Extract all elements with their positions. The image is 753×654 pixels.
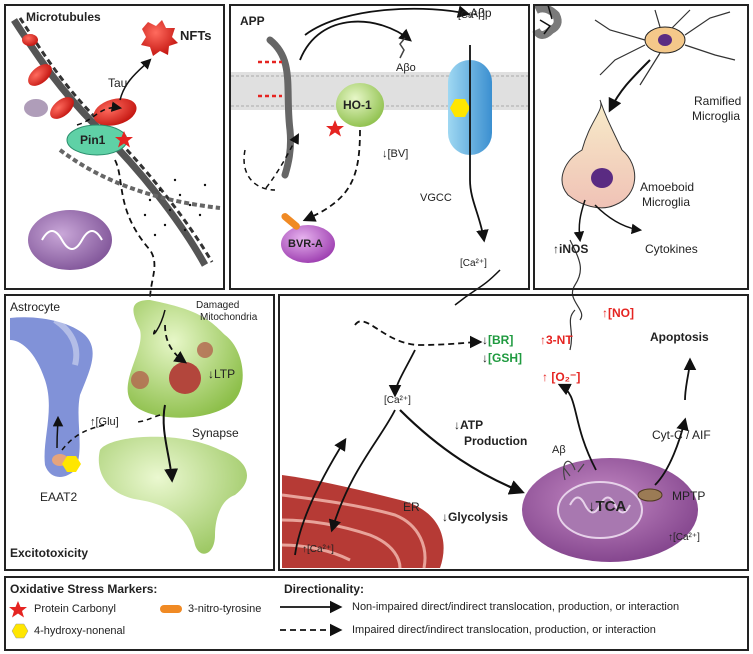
protein-carbonyl-marker xyxy=(115,131,133,148)
label-ltp: ↓LTP xyxy=(208,367,236,381)
label-excitotoxicity: Excitotoxicity xyxy=(10,546,89,560)
label-mptp: MPTP xyxy=(672,489,706,503)
amoeboid-microglia xyxy=(561,99,636,209)
label-ca-er: ↑[Ca²⁺] xyxy=(302,544,334,555)
label-ramified-microglia: Microglia xyxy=(692,109,741,123)
legend-solid-label: Non-impaired direct/indirect translocati… xyxy=(352,601,680,613)
label-o2: ↑ [O₂⁻] xyxy=(542,370,581,384)
mptp-pore xyxy=(637,488,663,502)
label-glu: ↑[Glu] xyxy=(90,416,119,428)
mitochondrion xyxy=(28,210,112,270)
label-bv: ↓[BV] xyxy=(382,148,409,160)
legend-nitro-tyrosine: 3-nitro-tyrosine xyxy=(188,603,262,615)
app-protein xyxy=(266,36,294,179)
nft-cluster xyxy=(141,20,178,56)
label-ho1: HO-1 xyxy=(343,98,372,112)
legend-star-icon xyxy=(9,601,27,618)
damaged-mitochondrion xyxy=(169,362,201,394)
panel-microglia-graphics xyxy=(532,4,736,321)
label-abeta-p: Aβp xyxy=(470,6,492,20)
amyloid-plaque xyxy=(532,4,562,39)
astrocyte-shape xyxy=(10,317,93,477)
label-br: ↓[BR] xyxy=(482,333,514,347)
legend-box xyxy=(4,576,749,651)
label-pin1: Pin1 xyxy=(80,133,106,147)
panel-synapse xyxy=(4,294,275,571)
label-tca: ↓TCA xyxy=(588,498,627,515)
panel-apoptosis xyxy=(278,294,749,571)
label-atp: ↓ATP xyxy=(454,418,484,432)
label-ca-mito: ↑[Ca²⁺] xyxy=(668,532,700,543)
legend-dashed-label: Impaired direct/indirect translocation, … xyxy=(352,624,656,636)
legend-graphics xyxy=(9,600,343,639)
panel-synapse-graphics xyxy=(10,300,247,554)
ho1-enzyme xyxy=(336,83,384,127)
label-eaat2: EAAT2 xyxy=(40,490,78,504)
label-apoptosis: Apoptosis xyxy=(650,330,709,344)
label-er: ER xyxy=(403,500,420,514)
label-glycolysis: ↓Glycolysis xyxy=(442,510,509,524)
label-gsh: ↓[GSH] xyxy=(482,351,522,365)
label-damaged: Damaged xyxy=(196,300,240,311)
label-damaged-mitochondria: Mitochondria xyxy=(200,312,258,323)
label-amoeboid-microglia: Microglia xyxy=(642,195,691,209)
label-synapse: Synapse xyxy=(192,426,239,440)
label-amoeboid: Amoeboid xyxy=(640,180,695,194)
legend-dir-title: Directionality: xyxy=(284,582,365,596)
label-abeta: Aβ xyxy=(552,444,566,456)
label-cytokines: Cytokines xyxy=(645,242,698,256)
legend-ox-title: Oxidative Stress Markers: xyxy=(10,582,158,596)
label-vgcc: VGCC xyxy=(420,192,452,204)
label-ca-cyto: [Ca²⁺] xyxy=(384,395,411,406)
label-inos: ↑iNOS xyxy=(553,242,589,256)
panel-tau xyxy=(4,4,225,290)
label-cytc-aif: Cyt-C / AIF xyxy=(652,428,711,442)
label-ramified: Ramified xyxy=(694,94,742,108)
label-ca-bottom: [Ca²⁺] xyxy=(460,258,487,269)
legend-hexagon-icon xyxy=(11,623,29,639)
label-microtubules: Microtubules xyxy=(26,10,101,24)
panel-tau-graphics xyxy=(11,17,221,301)
er-structure xyxy=(282,475,444,568)
label-astrocyte: Astrocyte xyxy=(10,300,61,314)
panel-apoptosis-graphics xyxy=(281,269,698,569)
label-abeta-o: Aβo xyxy=(396,62,416,74)
label-nfts: NFTs xyxy=(180,28,212,43)
postsynaptic-cell xyxy=(98,436,247,554)
label-atp-production: Production xyxy=(464,434,528,448)
tau-free xyxy=(93,98,137,126)
bvra-enzyme xyxy=(281,225,335,263)
panel-app xyxy=(229,4,530,290)
panel-app-graphics xyxy=(231,5,528,263)
legend-protein-carbonyl: Protein Carbonyl xyxy=(34,603,116,615)
panel-microglia xyxy=(533,4,749,290)
legend-orange-bar-icon xyxy=(160,605,182,613)
label-no: ↑[NO] xyxy=(602,306,634,320)
label-app: APP xyxy=(240,14,265,28)
label-ca-top: [Ca²⁺] xyxy=(458,10,485,21)
tau-protein xyxy=(28,64,52,86)
legend-hne: 4-hydroxy-nonenal xyxy=(34,625,126,637)
label-3nt: ↑3-NT xyxy=(540,333,573,347)
label-bvra: BVR-A xyxy=(288,238,323,250)
label-tau: Tau xyxy=(108,76,128,90)
